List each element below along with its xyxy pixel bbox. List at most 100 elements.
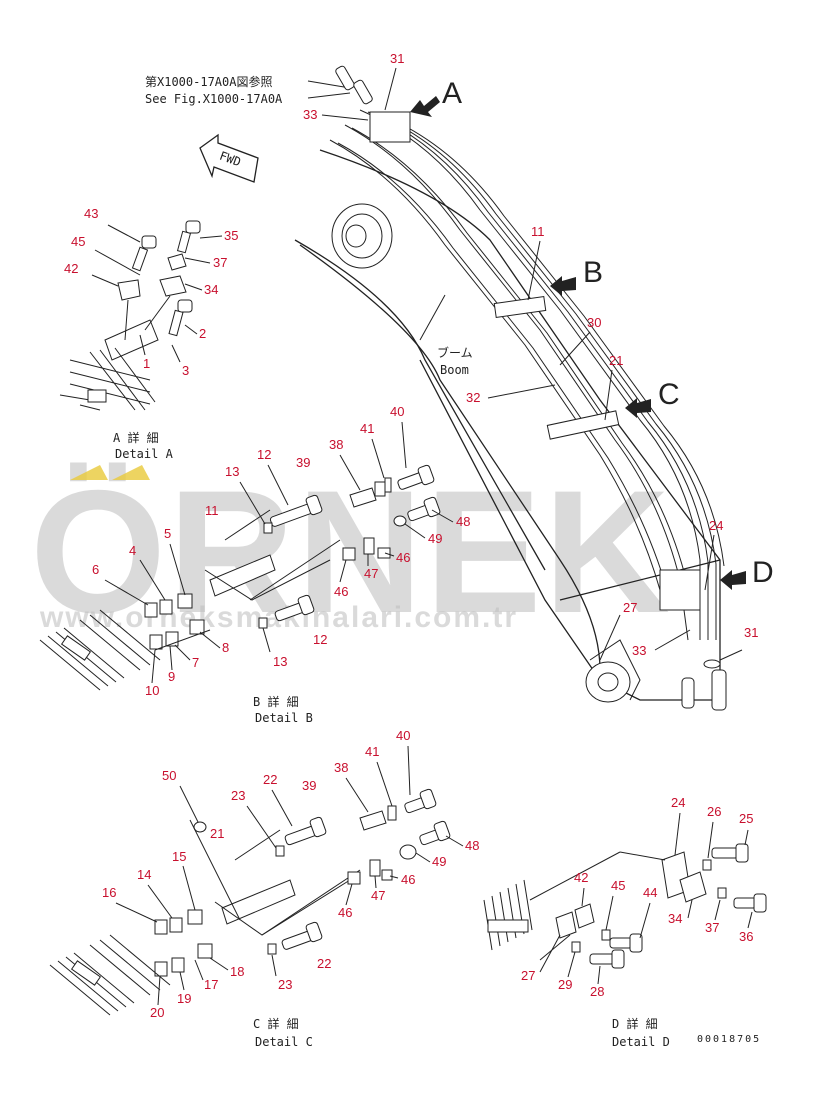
callout: 44 (643, 885, 657, 900)
boom-label-jp: ブーム (437, 345, 473, 360)
callout: 20 (150, 1005, 164, 1020)
view-letter-d: D (752, 556, 774, 589)
callout: 36 (739, 929, 753, 944)
callout: 16 (102, 885, 116, 900)
callout: 22 (317, 956, 331, 971)
boom-assembly: ブーム Boom (294, 65, 727, 711)
detail-d-title-jp: D 詳 細 (612, 1016, 658, 1031)
callout: 18 (230, 964, 244, 979)
reference-line-jp: 第X1000-17A0A図参照 (145, 74, 272, 89)
bolt-icon (419, 820, 451, 846)
callout: 26 (707, 804, 721, 819)
bolt-icon (397, 464, 435, 490)
callout: 46 (338, 905, 352, 920)
callout: 12 (313, 632, 327, 647)
callout: 25 (739, 811, 753, 826)
callout: 23 (231, 788, 245, 803)
callout: 43 (84, 206, 98, 221)
callout: 24 (709, 518, 723, 533)
bolt-icon (733, 893, 767, 913)
detail-b-title-en: Detail B (255, 711, 313, 725)
callout: 42 (64, 261, 78, 276)
watermark-accent (70, 465, 108, 480)
callout: 46 (334, 584, 348, 599)
bolt-icon (711, 843, 749, 863)
detail-d-title-en: Detail D (612, 1035, 670, 1049)
fwd-arrow-icon: FWD (199, 133, 259, 183)
view-arrow-b-icon: B (550, 256, 603, 296)
callout: 17 (204, 977, 218, 992)
detail-c-title-jp: C 詳 細 (253, 1016, 299, 1031)
callout: 39 (302, 778, 316, 793)
callout: 1 (143, 356, 150, 371)
detail-a: 43 35 45 37 42 34 2 1 3 A 詳 細 Detail A (59, 206, 238, 461)
callout: 7 (192, 655, 199, 670)
callout: 2 (199, 326, 206, 341)
hydraulic-tubes (329, 109, 725, 641)
callout: 27 (623, 600, 637, 615)
callout: 38 (334, 760, 348, 775)
callout: 41 (360, 421, 374, 436)
view-arrows: A B C D (410, 77, 774, 590)
callout: 3 (182, 363, 189, 378)
callout: 4 (129, 543, 136, 558)
callout: 40 (396, 728, 410, 743)
watermark-accent (112, 465, 150, 480)
callout: 23 (278, 977, 292, 992)
callout: 13 (225, 464, 239, 479)
callout: 30 (587, 315, 601, 330)
bolt-icon (609, 933, 643, 953)
callout: 33 (632, 643, 646, 658)
callout: 47 (371, 888, 385, 903)
callout: 32 (466, 390, 480, 405)
callout: 24 (671, 795, 685, 810)
callout: 42 (574, 870, 588, 885)
view-letter-b: B (583, 256, 603, 289)
callout: 47 (364, 566, 378, 581)
bolt-icon (176, 220, 201, 254)
callout: 22 (263, 772, 277, 787)
callout: 34 (668, 911, 682, 926)
bolt-icon (274, 594, 315, 622)
bolt-icon (131, 235, 157, 272)
callout: 11 (205, 503, 219, 518)
view-letter-a: A (442, 77, 462, 110)
callout: 40 (390, 404, 404, 419)
bolt-icon (281, 921, 323, 950)
callout: 19 (177, 991, 191, 1006)
tube-bundle (39, 609, 161, 691)
fwd-label: FWD (218, 149, 243, 170)
view-arrow-c-icon: C (625, 378, 680, 418)
callout: 5 (164, 526, 171, 541)
detail-d: 24 26 25 42 45 44 34 37 36 27 29 28 D 詳 … (483, 795, 767, 1049)
callout: 13 (273, 654, 287, 669)
callout: 34 (204, 282, 218, 297)
callout: 48 (456, 514, 470, 529)
callout: 49 (428, 531, 442, 546)
callout: 11 (531, 224, 545, 239)
callout: 39 (296, 455, 310, 470)
callout: 38 (329, 437, 343, 452)
detail-a-title-en: Detail A (115, 447, 174, 461)
detail-c: 50 22 23 39 38 41 40 21 15 48 49 46 14 1… (49, 728, 479, 1049)
callout: 49 (432, 854, 446, 869)
detail-b: 12 39 38 41 40 13 11 48 49 46 5 4 6 46 4… (39, 404, 470, 725)
bolt-icon (168, 299, 193, 337)
view-arrow-a-icon: A (410, 77, 462, 117)
reference-line-en: See Fig.X1000-17A0A (145, 92, 283, 106)
callout: 21 (210, 826, 224, 841)
tube-bundle (49, 934, 171, 1016)
callout: 37 (705, 920, 719, 935)
callout: 45 (611, 878, 625, 893)
callout: 31 (390, 51, 404, 66)
detail-a-title-jp: A 詳 細 (113, 430, 159, 445)
callout: 48 (465, 838, 479, 853)
detail-b-title-jp: B 詳 細 (253, 694, 299, 709)
callout: 37 (213, 255, 227, 270)
callout: 29 (558, 977, 572, 992)
callout: 6 (92, 562, 99, 577)
callout: 31 (744, 625, 758, 640)
drawing-number: 00018705 (697, 1034, 761, 1045)
bolt-icon (284, 816, 327, 846)
